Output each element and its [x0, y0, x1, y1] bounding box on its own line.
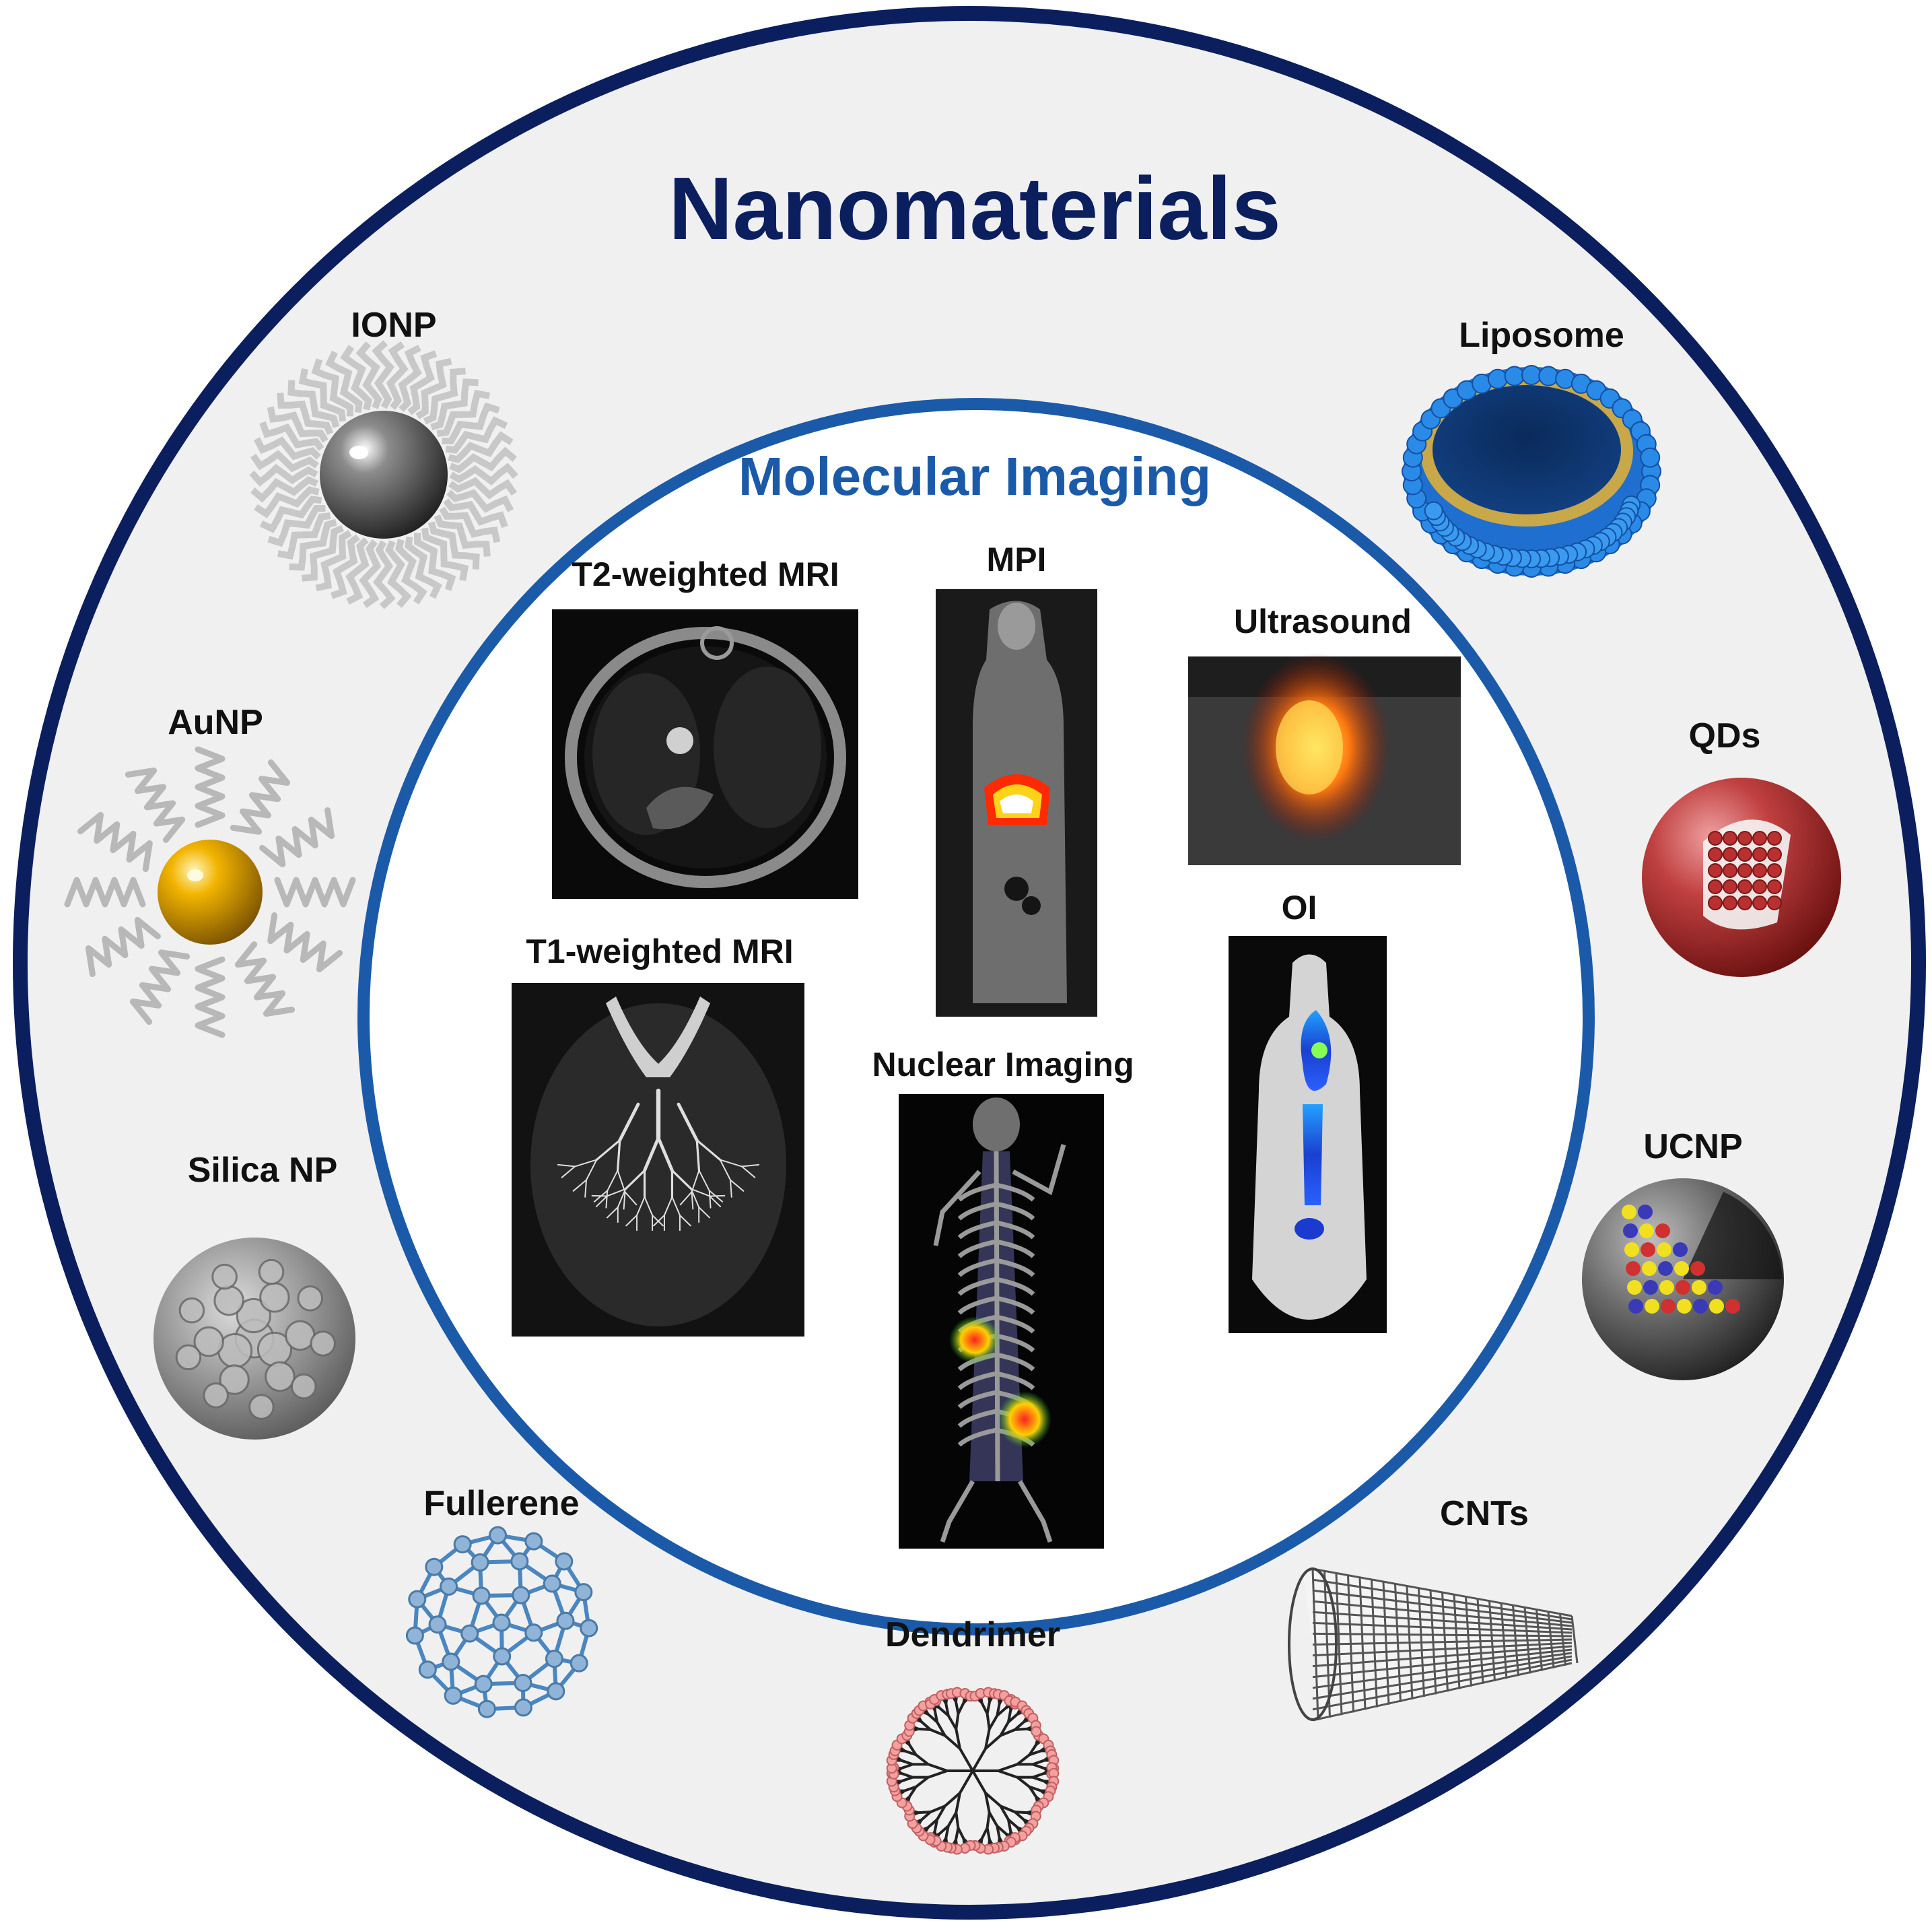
ultrasound-image: [1188, 653, 1461, 865]
optical-imaging-image: [1229, 936, 1387, 1333]
ionp-icon: [249, 340, 518, 609]
label-silica-np: Silica NP: [188, 1151, 338, 1190]
t2-mri-image: [552, 609, 858, 899]
diagram-title: Nanomaterials: [668, 159, 1281, 258]
ucnp-icon: [1582, 1178, 1784, 1380]
label-cnts: CNTs: [1440, 1494, 1529, 1533]
label-oi: OI: [1282, 889, 1317, 926]
label-t1-mri: T1-weighted MRI: [526, 933, 793, 970]
silica-np-icon: [153, 1238, 355, 1440]
label-liposome: Liposome: [1459, 316, 1624, 355]
label-nuclear-imaging: Nuclear Imaging: [872, 1046, 1134, 1083]
aunp-icon: [64, 746, 356, 1038]
fullerene-icon: [405, 1526, 598, 1718]
quantum-dot-icon: [1642, 778, 1841, 977]
dendrimer-icon: [886, 1687, 1060, 1855]
liposome-icon: [1402, 365, 1661, 578]
label-fullerene: Fullerene: [423, 1484, 579, 1523]
cnt-icon: [1288, 1567, 1579, 1722]
label-mpi: MPI: [987, 541, 1047, 578]
label-aunp: AuNP: [168, 703, 263, 742]
mpi-image: [936, 589, 1097, 1017]
t1-mri-image: [512, 983, 804, 1337]
inner-title: Molecular Imaging: [738, 446, 1211, 506]
label-ultrasound: Ultrasound: [1234, 603, 1412, 640]
label-t2-mri: T2-weighted MRI: [572, 555, 839, 593]
label-dendrimer: Dendrimer: [885, 1615, 1060, 1654]
label-qds: QDs: [1689, 716, 1761, 755]
nuclear-imaging-image: [899, 1094, 1104, 1549]
label-ionp: IONP: [351, 306, 436, 345]
label-ucnp: UCNP: [1643, 1127, 1742, 1166]
